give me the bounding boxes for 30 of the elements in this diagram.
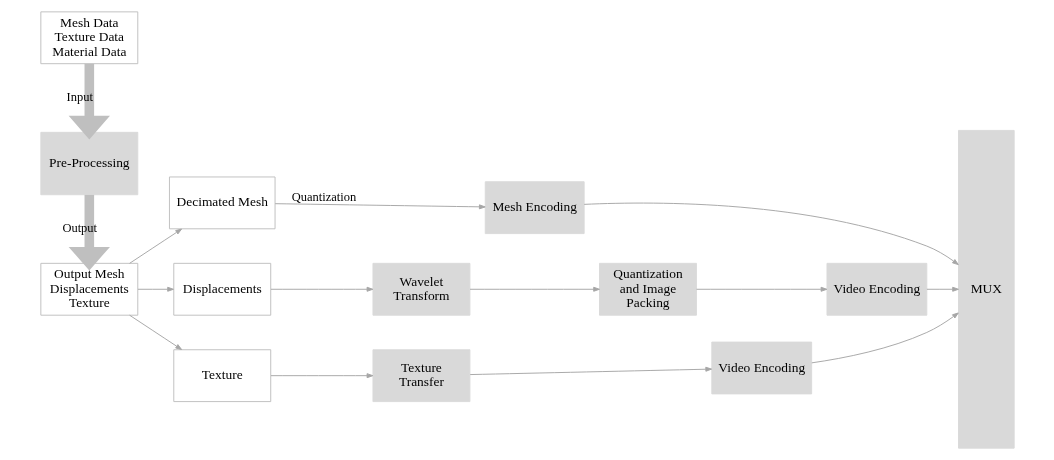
node-box: Mesh Data Texture Data Material Data	[39, 11, 138, 65]
arrow	[695, 286, 827, 292]
arrow	[274, 203, 486, 210]
arrow	[270, 286, 373, 292]
node-box: Texture	[172, 349, 271, 403]
arrow	[136, 286, 174, 292]
arrow	[469, 366, 712, 376]
arrow	[469, 286, 600, 292]
node-box: Decimated Mesh	[168, 176, 276, 230]
arrow	[128, 314, 182, 350]
node-box: Texture Transfer	[371, 349, 470, 403]
arrow	[270, 373, 373, 379]
node-box: MUX	[957, 129, 1015, 449]
node-box: Displacements	[172, 262, 271, 316]
arrow	[925, 286, 959, 292]
edge-label: Input	[66, 90, 93, 105]
node-box: Video Encoding	[710, 341, 812, 395]
arrow	[68, 194, 110, 271]
edge-label: Output	[61, 221, 97, 236]
edge-label: Quantization	[291, 190, 356, 205]
arrow	[810, 312, 959, 364]
arrow	[583, 202, 959, 266]
node-box: Wavelet Transform	[371, 262, 470, 316]
arrow	[128, 228, 182, 264]
node-box: Output Mesh Displacements Texture	[39, 262, 138, 316]
node-box: Video Encoding	[826, 262, 927, 316]
node-box: Quantization and Image Packing	[598, 262, 697, 316]
arrow	[68, 63, 110, 140]
node-box: Pre-Processing	[39, 131, 138, 196]
node-box: Mesh Encoding	[484, 181, 585, 235]
